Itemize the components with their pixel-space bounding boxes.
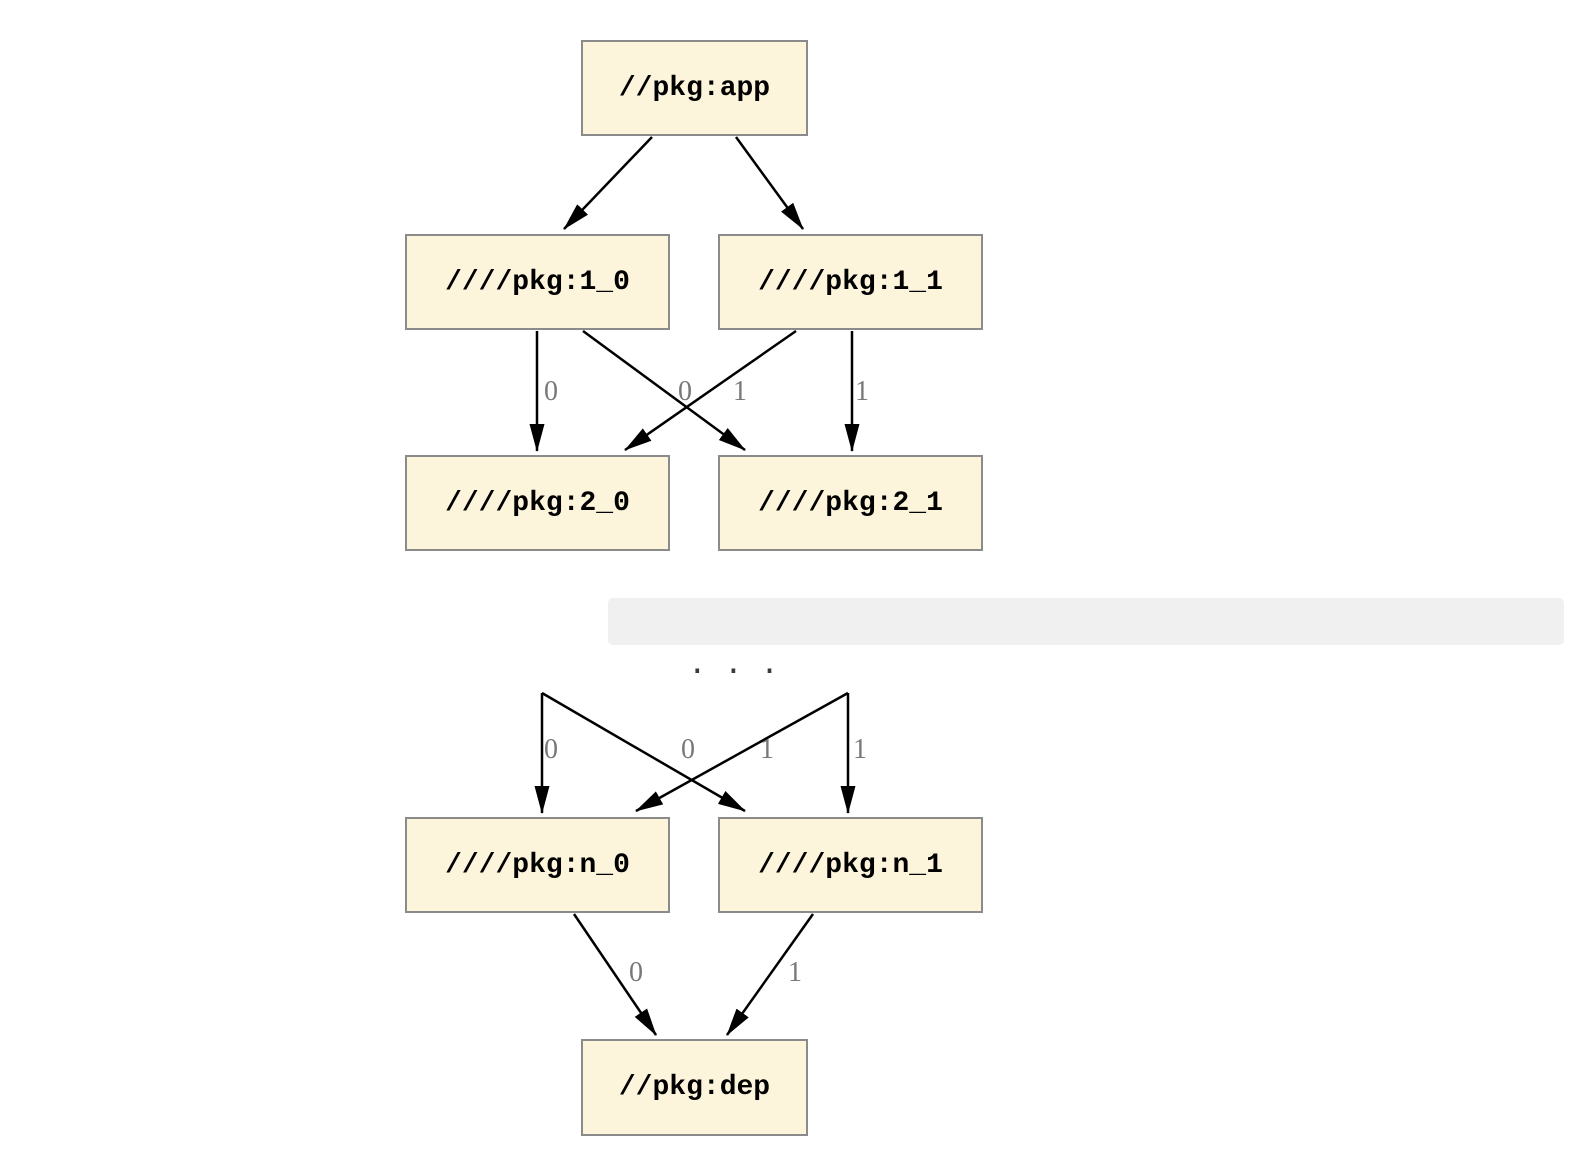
ellipsis-row: . . . — [608, 598, 1564, 681]
node-label: ////pkg:1_0 — [445, 266, 630, 298]
edge-label-ellipsis-n_1-cross: 1 — [760, 734, 774, 765]
graph-node-2_0: ////pkg:2_0 — [405, 455, 670, 551]
edge-label-ellipsis-n_0-cross: 0 — [681, 734, 695, 765]
graph-node-app: //pkg:app — [581, 40, 808, 136]
edge-label-n_0-dep: 0 — [629, 957, 643, 988]
edge-1_0-to-2_1 — [582, 329, 746, 452]
edge-label-n_1-dep: 1 — [788, 957, 802, 988]
edge-n_1-to-dep — [725, 913, 815, 1036]
graph-node-1_0: ////pkg:1_0 — [405, 234, 670, 330]
node-label: ////pkg:n_0 — [445, 849, 630, 881]
edge-label-ellipsis-n_1-straight: 1 — [853, 734, 867, 765]
graph-node-1_1: ////pkg:1_1 — [718, 234, 983, 330]
graph-node-dep: //pkg:dep — [581, 1039, 808, 1136]
node-label: ////pkg:2_0 — [445, 487, 630, 519]
node-label: //pkg:app — [618, 72, 771, 104]
edge-label-1_1-2_0: 0 — [678, 376, 692, 407]
node-label: ////pkg:n_1 — [758, 849, 943, 881]
edge-label-1_1-2_1: 1 — [855, 376, 869, 407]
edge-ellipsis-to-n_0-cross — [635, 691, 849, 813]
edge-label-1_0-2_1: 1 — [733, 376, 747, 407]
node-label: //pkg:dep — [618, 1072, 771, 1103]
node-label: ////pkg:2_1 — [758, 487, 943, 519]
edge-n_0-to-dep — [572, 913, 658, 1036]
graph-node-n_0: ////pkg:n_0 — [405, 817, 670, 913]
graph-node-2_1: ////pkg:2_1 — [718, 455, 983, 551]
edge-1_1-to-2_0 — [624, 329, 797, 452]
edge-app-to-1_0 — [563, 136, 653, 230]
ellipsis-dots: . . . — [688, 646, 779, 681]
edge-ellipsis-to-n_1-cross — [541, 691, 746, 813]
edge-app-to-1_1 — [734, 136, 805, 230]
edge-label-ellipsis-n_0-straight: 0 — [544, 734, 558, 765]
graph-node-n_1: ////pkg:n_1 — [718, 817, 983, 913]
edge-label-1_0-2_0: 0 — [544, 376, 558, 407]
node-label: ////pkg:1_1 — [758, 266, 943, 298]
